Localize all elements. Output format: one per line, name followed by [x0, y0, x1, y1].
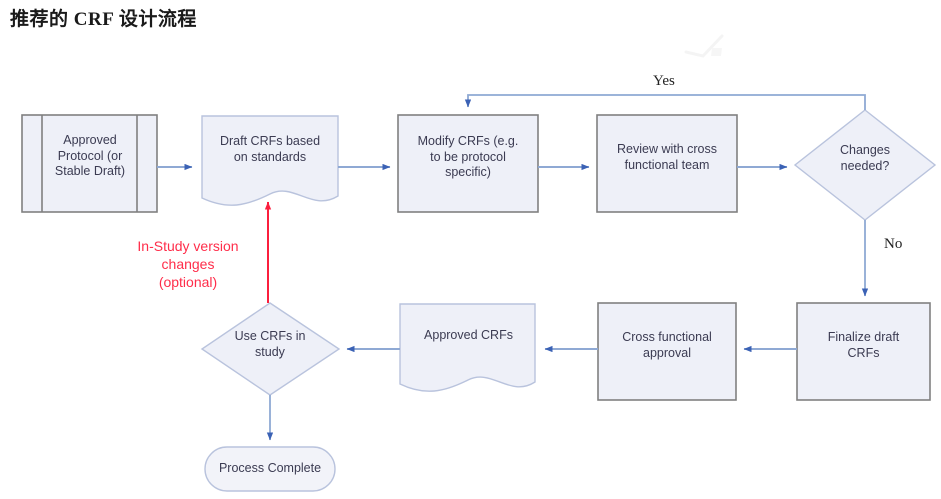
node-modify-crfs[interactable] [397, 114, 539, 213]
node-approved-crfs[interactable] [399, 303, 536, 392]
node-approved-protocol[interactable] [21, 114, 158, 213]
edge-label-no: No [884, 236, 903, 252]
node-use-crfs-in-study[interactable] [200, 302, 341, 396]
node-cross-functional-approval[interactable] [597, 302, 737, 401]
node-draft-crfs[interactable] [201, 115, 339, 206]
node-finalize-draft-crfs[interactable] [796, 302, 931, 401]
edge-changes-needed-yes-loop [464, 94, 866, 110]
node-process-complete[interactable] [204, 446, 336, 492]
node-review-cross-functional[interactable] [596, 114, 738, 213]
edge-label-yes: Yes [653, 73, 675, 89]
watermark-mark [684, 34, 724, 58]
page-title: 推荐的 CRF 设计流程 [10, 9, 197, 30]
annotation-in-study-version-changes: In-Study version changes (optional) [137, 238, 239, 291]
node-changes-needed[interactable] [793, 109, 937, 221]
